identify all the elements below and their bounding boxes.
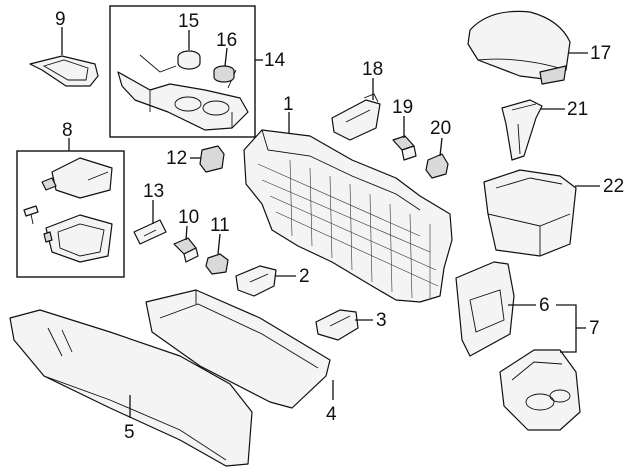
group-frame-8 bbox=[16, 150, 125, 278]
leader-16 bbox=[224, 47, 228, 67]
callout-5: 5 bbox=[124, 422, 135, 443]
callout-2: 2 bbox=[299, 266, 310, 287]
part-6-trim-bezel bbox=[455, 261, 515, 357]
part-9-tray bbox=[29, 55, 99, 87]
callout-20: 20 bbox=[430, 118, 451, 139]
callout-15: 15 bbox=[178, 11, 199, 32]
part-7-rear-cupholder bbox=[499, 349, 581, 431]
part-13-plate bbox=[133, 219, 167, 245]
callout-1: 1 bbox=[283, 94, 294, 115]
callout-7: 7 bbox=[589, 318, 600, 339]
part-5-side-panel bbox=[9, 309, 253, 467]
callout-16: 16 bbox=[216, 30, 237, 51]
callout-19: 19 bbox=[392, 97, 413, 118]
part-4-base-plate bbox=[145, 289, 331, 409]
leader-20 bbox=[439, 137, 443, 157]
part-2-bracket bbox=[235, 265, 277, 297]
screw-icon bbox=[23, 205, 39, 225]
callout-8: 8 bbox=[62, 120, 73, 141]
callout-18: 18 bbox=[362, 59, 383, 80]
group-frame-14 bbox=[109, 5, 256, 138]
callout-22: 22 bbox=[603, 176, 624, 197]
part-12-switch bbox=[199, 145, 225, 173]
callout-6: 6 bbox=[539, 295, 550, 316]
callout-4: 4 bbox=[326, 404, 337, 425]
part-22-storage-box bbox=[483, 169, 577, 257]
part-20-connector bbox=[425, 153, 449, 179]
part-16-cap bbox=[213, 65, 235, 83]
callout-14: 14 bbox=[264, 50, 286, 71]
part-15-cap bbox=[177, 50, 201, 70]
part-21-bracket bbox=[501, 99, 543, 161]
callout-3: 3 bbox=[376, 310, 387, 331]
part-8-storage-bin bbox=[41, 157, 113, 263]
part-11-connector bbox=[205, 253, 229, 275]
part-1-console-frame bbox=[243, 129, 453, 303]
part-14-cupholder-tray bbox=[117, 54, 249, 131]
callout-13: 13 bbox=[143, 181, 164, 202]
part-17-armrest-lid bbox=[467, 10, 571, 85]
callout-12: 12 bbox=[166, 148, 187, 169]
part-18-bracket bbox=[331, 93, 381, 141]
callout-21: 21 bbox=[567, 99, 588, 120]
callout-10: 10 bbox=[178, 207, 199, 228]
leader-11 bbox=[217, 233, 221, 255]
part-10-socket bbox=[173, 237, 199, 263]
leader-7 bbox=[556, 304, 577, 353]
part-3-bracket bbox=[315, 309, 359, 341]
part-19-plug bbox=[392, 135, 417, 161]
leader-10 bbox=[185, 225, 188, 241]
callout-11: 11 bbox=[210, 215, 230, 236]
callout-17: 17 bbox=[590, 43, 611, 64]
callout-9: 9 bbox=[55, 9, 66, 30]
